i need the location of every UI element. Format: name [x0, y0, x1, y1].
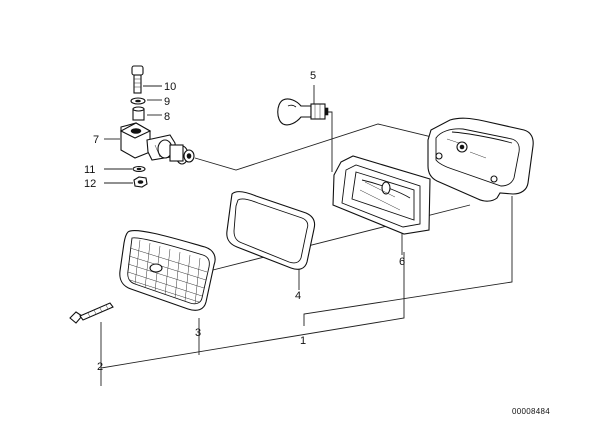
lens-part-3	[119, 230, 216, 311]
leader-line-1	[303, 196, 513, 326]
callout-1: 1	[300, 335, 306, 347]
callout-8: 8	[164, 111, 170, 123]
callout-9: 9	[164, 96, 170, 108]
callout-3: 3	[195, 327, 201, 339]
washer-part-11	[132, 165, 146, 173]
leader-line-bracket-housing	[194, 123, 433, 171]
housing	[427, 117, 534, 202]
bulb-part-5	[277, 98, 329, 126]
reflector-part-6	[332, 155, 431, 235]
leader-line-bulb-housing	[327, 111, 333, 172]
washer-part-9	[130, 97, 146, 105]
gasket-part-4	[226, 191, 316, 270]
callout-2: 2	[97, 361, 103, 373]
nut-part-12	[133, 176, 148, 188]
callout-6: 6	[399, 256, 405, 268]
leader-line-2	[100, 252, 405, 386]
callout-10: 10	[164, 81, 176, 93]
callout-12: 12	[84, 178, 96, 190]
sleeve-part-8	[132, 106, 145, 121]
callout-5: 5	[310, 70, 316, 82]
callout-7: 7	[93, 134, 99, 146]
callout-labels: 1 2 3 4 5 6 7 8 9 10 11 12	[84, 70, 405, 373]
leader-lines	[100, 85, 513, 386]
screw-part-10	[131, 65, 144, 94]
callout-4: 4	[295, 290, 301, 302]
bracket-part-7	[119, 122, 195, 165]
screw-part-2	[69, 302, 114, 324]
document-number: 00008484	[512, 407, 550, 416]
callout-11: 11	[84, 164, 95, 176]
